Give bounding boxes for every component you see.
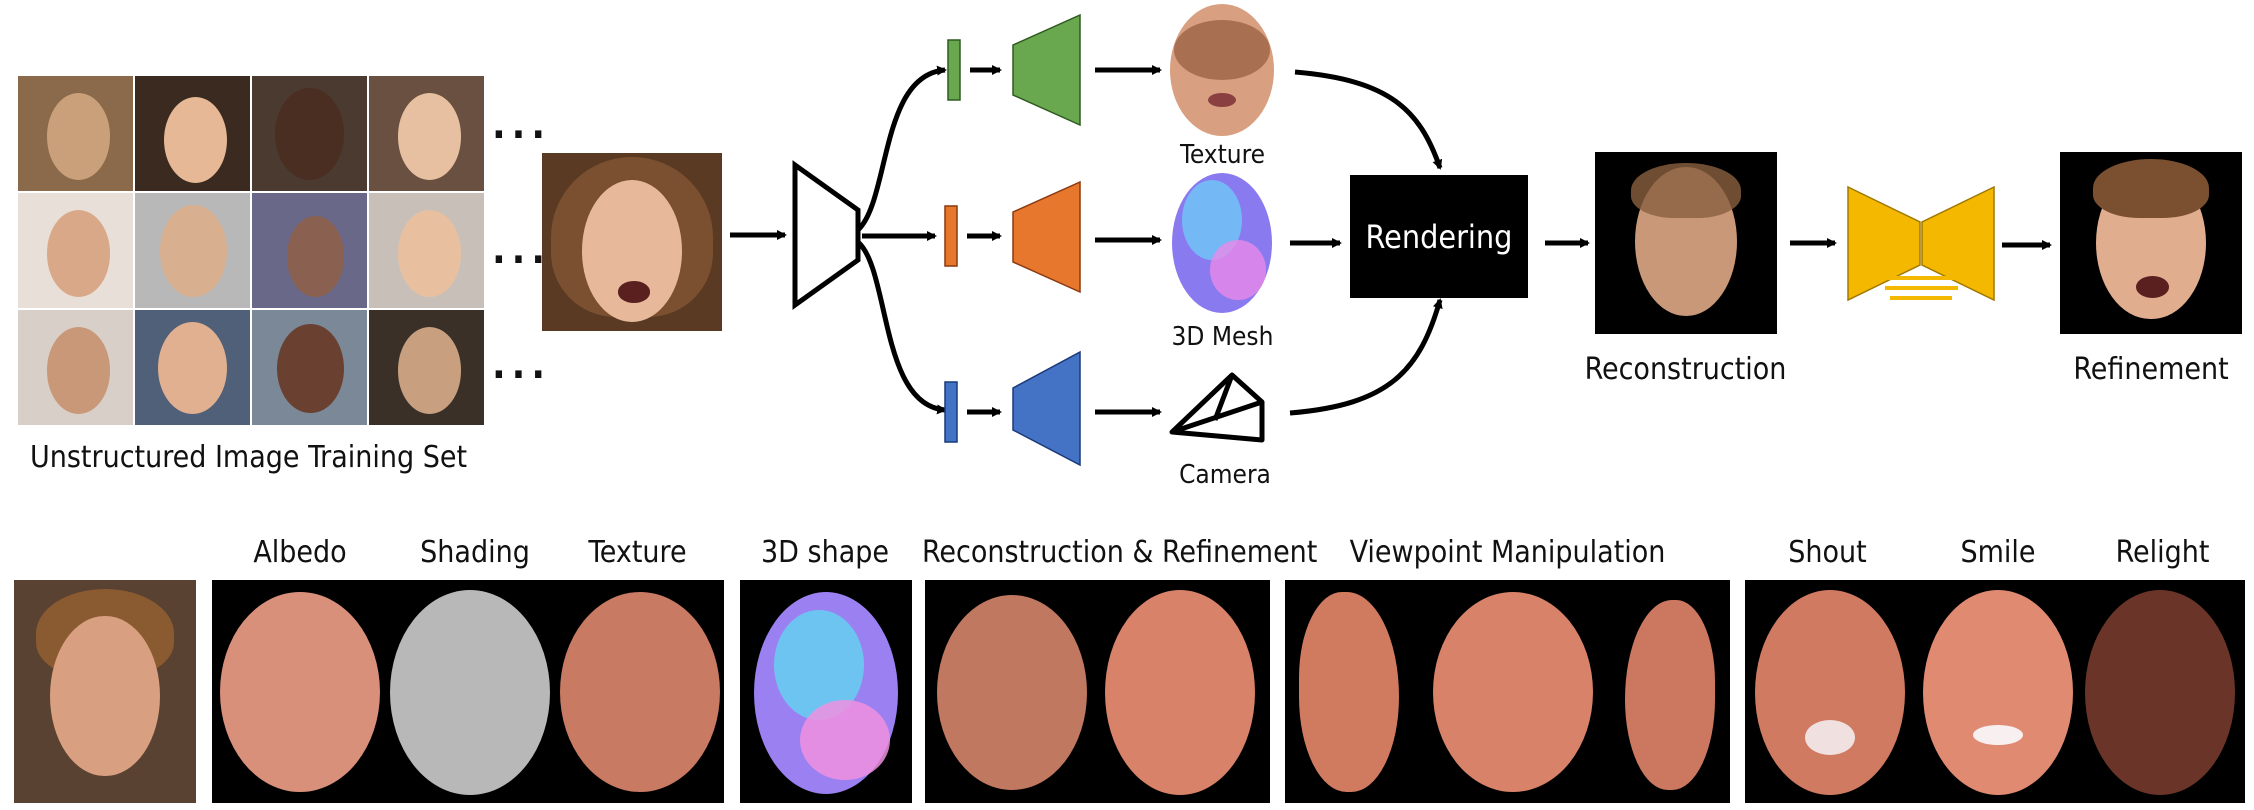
training-photo (369, 76, 484, 191)
encoder-shape (792, 160, 861, 310)
viewpoint-panel (1285, 580, 1730, 803)
texture-latent-bar (947, 39, 961, 101)
training-photo (18, 193, 133, 308)
texture-row-label: Texture (588, 535, 687, 570)
texture-label: Texture (1179, 140, 1266, 170)
shape-panel (740, 580, 912, 803)
training-photo (252, 76, 367, 191)
refinement-label: Refinement (2073, 352, 2229, 387)
mesh-latent-bar (944, 205, 958, 267)
shape-label: 3D shape (761, 535, 889, 570)
rendering-label: Rendering (1365, 217, 1513, 256)
training-photo (18, 310, 133, 425)
camera-label: Camera (1179, 460, 1271, 490)
training-photo (135, 76, 250, 191)
refiner-left (1847, 185, 1921, 302)
shading-label: Shading (420, 535, 530, 570)
camera-latent-bar (944, 381, 958, 443)
training-set-caption: Unstructured Image Training Set (30, 440, 468, 475)
training-photo (18, 76, 133, 191)
mesh-label: 3D Mesh (1171, 322, 1274, 352)
relight-label: Relight (2115, 535, 2210, 570)
arrow (1289, 298, 1443, 416)
refinement-image (2060, 152, 2242, 334)
mesh-decoder (1012, 180, 1081, 294)
bottom-input-photo (14, 580, 196, 803)
texture-face-bottom (560, 592, 720, 792)
training-photo (135, 310, 250, 425)
refiner-right (1921, 185, 1995, 302)
training-photo (252, 310, 367, 425)
viewpoint-label: Viewpoint Manipulation (1349, 535, 1666, 570)
arrow (856, 240, 947, 415)
arrow (1294, 69, 1443, 170)
albedo-shading-texture-panel (212, 580, 724, 803)
rendering-box: Rendering (1350, 175, 1528, 298)
albedo-face (220, 592, 380, 792)
training-photo (135, 193, 250, 308)
shout-label: Shout (1788, 535, 1867, 570)
recon-refine-label: Reconstruction & Refinement (922, 535, 1318, 570)
input-face-image (542, 153, 722, 331)
recon-refine-panel (925, 580, 1270, 803)
smile-label: Smile (1960, 535, 2036, 570)
training-photo (369, 310, 484, 425)
training-photo (252, 193, 367, 308)
reconstruction-image (1595, 152, 1777, 334)
texture-decoder (1012, 13, 1081, 127)
camera-icon (1169, 372, 1265, 443)
reconstruction-label: Reconstruction (1584, 352, 1787, 387)
shading-face (390, 590, 550, 795)
albedo-label: Albedo (253, 535, 347, 570)
camera-decoder (1012, 350, 1081, 467)
training-photo (369, 193, 484, 308)
expression-panel (1745, 580, 2245, 803)
arrow (856, 65, 947, 232)
